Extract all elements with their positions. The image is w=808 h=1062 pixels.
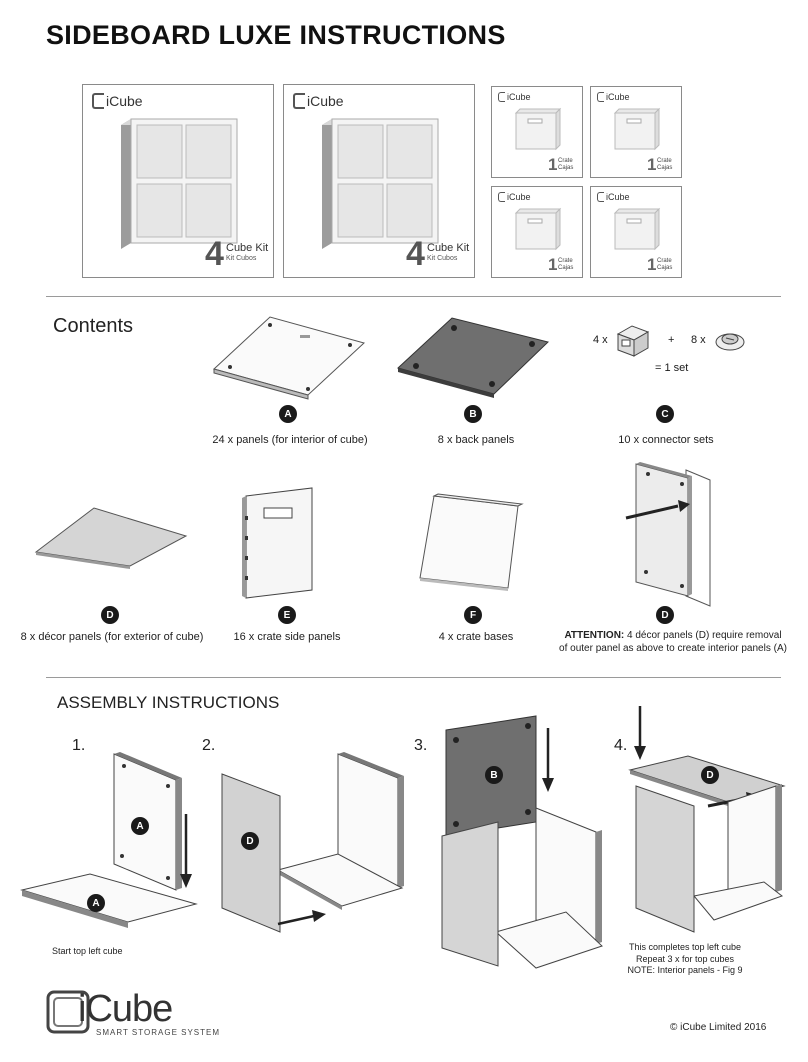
footer-logo: iCube SMART STORAGE SYSTEM	[46, 988, 219, 1045]
cam-lock-icon	[715, 333, 745, 351]
icube-logo: iCube	[293, 93, 344, 109]
icube-logo: iCube	[498, 192, 531, 202]
contents-heading: Contents	[53, 315, 134, 337]
contents-caption: 4 x crate bases	[438, 631, 514, 643]
plus-sign: +	[668, 334, 675, 346]
badge-c: C	[656, 405, 674, 423]
contents-caption: 8 x décor panels (for exterior of cube)	[20, 631, 204, 643]
contents-caption: 10 x connector sets	[618, 434, 714, 446]
crate-illustration	[613, 107, 661, 151]
step-number: 2.	[202, 737, 216, 754]
badge-d: D	[656, 606, 674, 624]
badge-a: A	[131, 817, 149, 835]
badge-b: B	[464, 405, 482, 423]
step-number: 1.	[72, 737, 86, 754]
badge-a: A	[279, 405, 297, 423]
connector-qty: 8 x	[691, 334, 706, 346]
badge-d: D	[241, 832, 259, 850]
panel-e-illustration	[242, 487, 313, 599]
step-2-illustration	[221, 752, 404, 933]
final-note: This completes top left cube Repeat 3 x …	[627, 942, 743, 976]
step-4-illustration	[628, 706, 786, 933]
badge-b: B	[485, 766, 503, 784]
attention-note: ATTENTION: 4 décor panels (D) require re…	[564, 630, 782, 641]
step-number: 3.	[414, 737, 428, 754]
cube-kit-illustration	[322, 118, 439, 249]
panel-f-illustration	[419, 493, 524, 591]
connector-qty: 4 x	[593, 334, 608, 346]
icube-logo: iCube	[597, 192, 630, 202]
crate-count: 1	[548, 255, 558, 274]
badge-d: D	[101, 606, 119, 624]
cube-kit-card: iCube 4 Cube Kit Kit Cubos	[283, 84, 475, 278]
badge-d: D	[701, 766, 719, 784]
icube-logo: iCube	[498, 92, 531, 102]
divider	[46, 677, 781, 678]
crate-illustration	[613, 207, 661, 251]
kit-count: 4	[205, 235, 224, 273]
badge-e: E	[278, 606, 296, 624]
step-1-illustration	[20, 752, 198, 928]
crate-count: 1	[548, 155, 558, 174]
page-title: SIDEBOARD LUXE INSTRUCTIONS	[46, 20, 506, 50]
connector-block-icon	[616, 325, 650, 357]
contents-caption: 8 x back panels	[437, 434, 515, 446]
step-note: Start top left cube	[52, 946, 123, 956]
badge-a: A	[87, 894, 105, 912]
contents-caption: 24 x panels (for interior of cube)	[212, 434, 368, 446]
attention-note-line2: of outer panel as above to create interi…	[559, 643, 787, 654]
footer-brand: iCube	[78, 988, 173, 1030]
step-number: 4.	[614, 737, 628, 754]
icube-logo: iCube	[92, 93, 143, 109]
kit-label: Cube Kit	[427, 242, 470, 254]
crate-illustration	[514, 207, 562, 251]
panel-b-illustration	[396, 317, 549, 398]
set-label: = 1 set	[655, 362, 689, 374]
kit-label: Cube Kit	[226, 242, 269, 254]
cube-kit-illustration	[121, 118, 238, 249]
kit-sublabel: Kit Cubos	[226, 255, 257, 262]
crate-count: 1	[647, 255, 657, 274]
cube-kit-card: iCube 4 Cube Kit Kit Cubos	[82, 84, 274, 278]
panel-d-removal-illustration	[625, 462, 711, 607]
crate-count: 1	[647, 155, 657, 174]
crate-illustration	[514, 107, 562, 151]
copyright: © iCube Limited 2016	[670, 1022, 767, 1033]
assembly-heading: ASSEMBLY INSTRUCTIONS	[57, 693, 280, 712]
icube-logo-icon	[46, 990, 90, 1034]
kit-count: 4	[406, 235, 425, 273]
footer-tagline: SMART STORAGE SYSTEM	[96, 1028, 221, 1037]
contents-caption: 16 x crate side panels	[233, 631, 341, 643]
badge-f: F	[464, 606, 482, 624]
divider	[46, 296, 781, 297]
step-3-illustration	[441, 715, 603, 969]
kit-sublabel: Kit Cubos	[427, 255, 458, 262]
panel-a-illustration	[213, 316, 365, 400]
panel-d-illustration	[34, 507, 188, 569]
icube-logo: iCube	[597, 92, 630, 102]
